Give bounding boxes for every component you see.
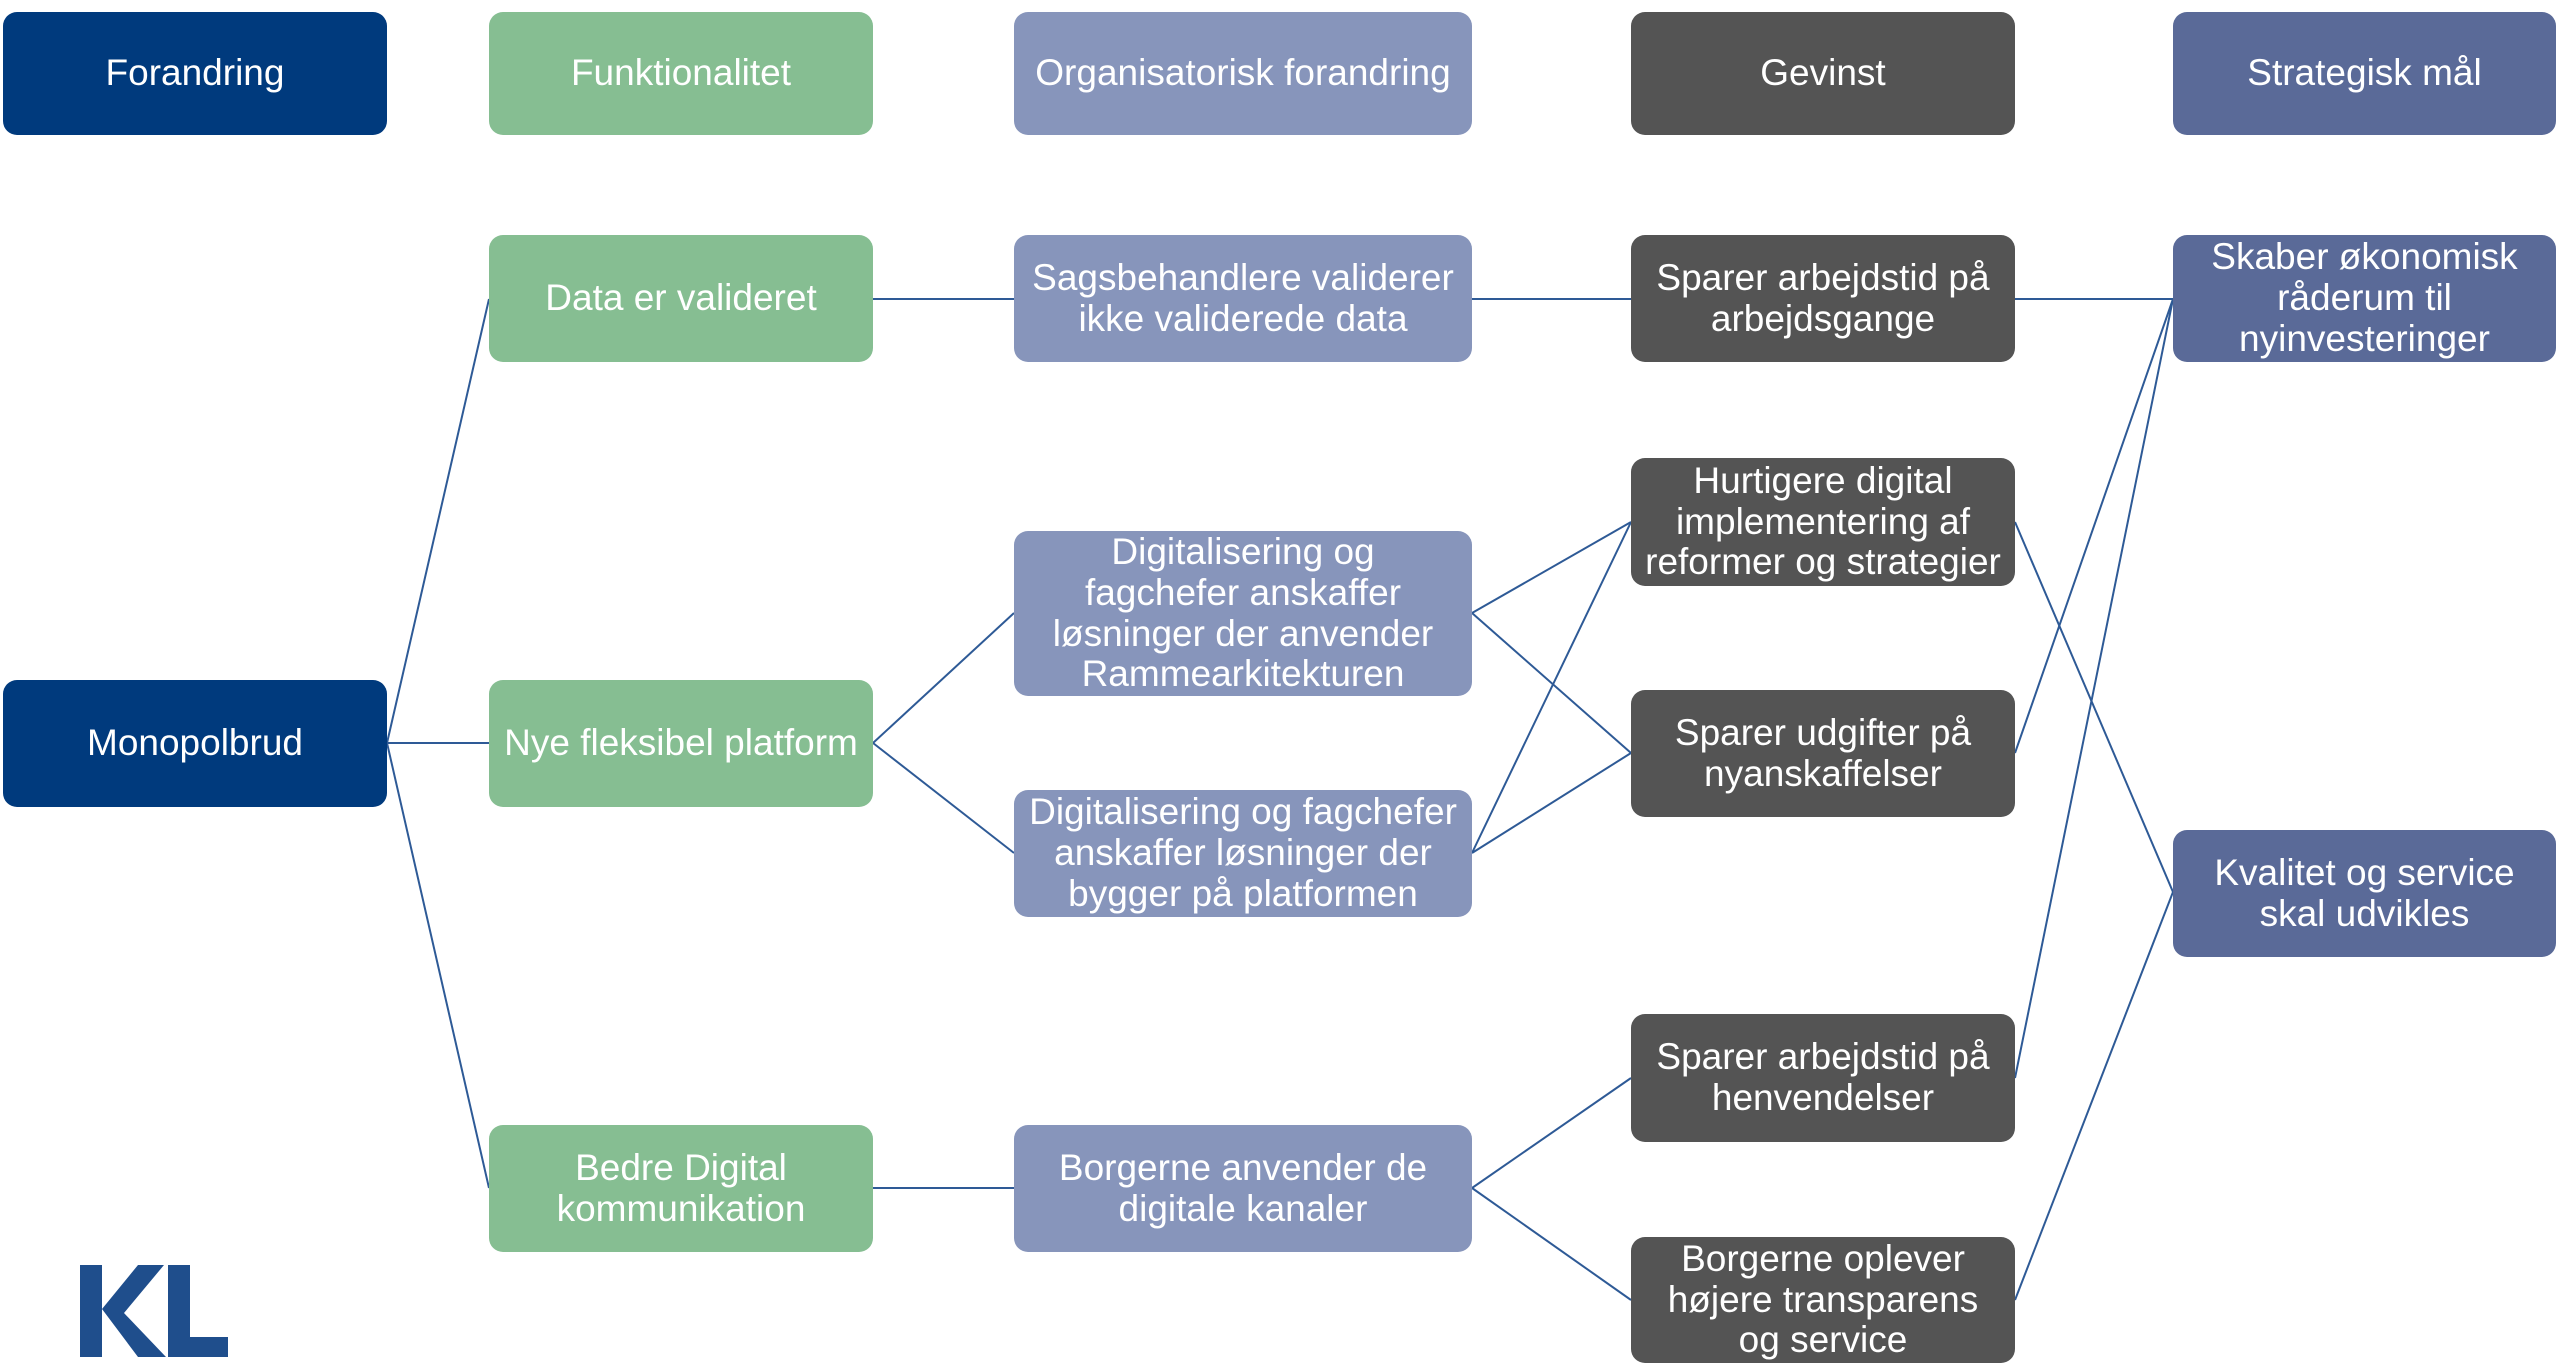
node-save-acquisitions: Sparer udgifter på nyanskaffelser — [1631, 690, 2015, 817]
node-digital-communication: Bedre Digital kommunikation — [489, 1125, 873, 1252]
node-flexible-platform: Nye fleksibel platform — [489, 680, 873, 807]
node-quality-service: Kvalitet og service skal udvikles — [2173, 830, 2556, 957]
node-economic-room: Skaber økonomisk råderum til nyinvesteri… — [2173, 235, 2556, 362]
node-data-validated: Data er valideret — [489, 235, 873, 362]
connector-line — [386, 298, 490, 744]
header-functionality: Funktionalitet — [489, 12, 873, 135]
node-citizens-channels: Borgerne anvender de digitale kanaler — [1014, 1125, 1472, 1252]
node-monopoly: Monopolbrud — [3, 680, 387, 807]
node-faster-implementation: Hurtigere digital implementering af refo… — [1631, 458, 2015, 586]
connector-line — [2014, 298, 2174, 1079]
connector-line — [2014, 298, 2174, 754]
connector-line — [1471, 521, 1632, 614]
kl-logo — [80, 1265, 228, 1357]
connector-line — [386, 742, 490, 1189]
connector-line — [1471, 752, 1632, 854]
header-org-change: Organisatorisk forandring — [1014, 12, 1472, 135]
connector-line — [1471, 1187, 1632, 1301]
node-worktime-processes: Sparer arbejdstid på arbejdsgange — [1631, 235, 2015, 362]
node-platform-solutions: Digitalisering og fagchefer anskaffer lø… — [1014, 790, 1472, 917]
header-goal: Strategisk mål — [2173, 12, 2556, 135]
node-case-workers: Sagsbehandlere validerer ikke validerede… — [1014, 235, 1472, 362]
connector-line — [2014, 521, 2174, 893]
node-worktime-inquiries: Sparer arbejdstid på henvendelser — [1631, 1014, 2015, 1142]
connector-line — [872, 742, 1015, 854]
header-change: Forandring — [3, 12, 387, 135]
connector-line — [1471, 1077, 1632, 1189]
connector-line — [2014, 891, 2174, 1301]
connector-line — [1471, 521, 1632, 854]
connector-line — [1471, 612, 1632, 754]
connector-line — [872, 612, 1015, 744]
node-framework-solutions: Digitalisering og fagchefer anskaffer lø… — [1014, 531, 1472, 696]
header-benefit: Gevinst — [1631, 12, 2015, 135]
node-transparency: Borgerne oplever højere transparens og s… — [1631, 1237, 2015, 1363]
